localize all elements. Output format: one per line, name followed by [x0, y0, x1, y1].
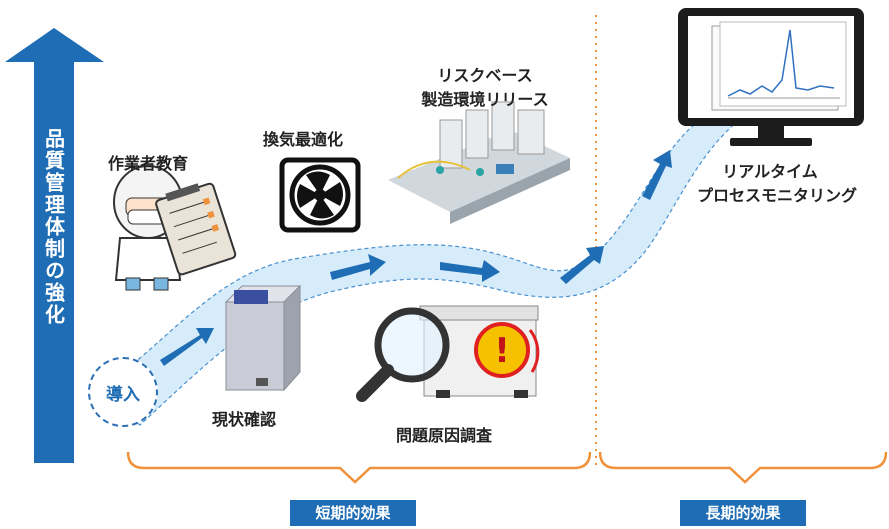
intro-label: 導入: [106, 384, 140, 405]
investigation-illustration: !: [356, 305, 540, 402]
facility-illustration: [388, 101, 570, 224]
path-arrow: [330, 254, 386, 280]
progress-path: [93, 94, 746, 426]
short-term-bracket: [126, 451, 592, 484]
path-arrow: [440, 260, 500, 282]
axis-arrow-bar: 品質管理体制の強化: [34, 118, 74, 463]
path-arrows: [160, 150, 672, 366]
step-label-realtime-1: リアルタイム: [722, 162, 818, 181]
warning-icon: !: [494, 331, 510, 371]
particle-counter-illustration: [224, 284, 302, 392]
step-label-risk-release-1: リスクベース: [437, 66, 533, 85]
path-arrow: [160, 328, 214, 366]
up-arrow-head: [5, 28, 104, 62]
fan-icon: [279, 157, 361, 233]
step-label-status-check: 現状確認: [212, 410, 277, 429]
long-term-effect-badge: 長期的効果: [680, 500, 806, 526]
up-arrow-shaft: [34, 60, 74, 120]
step-label-ventilation: 換気最適化: [263, 130, 344, 149]
path-arrow: [642, 150, 672, 200]
step-label-root-cause: 問題原因調査: [396, 426, 493, 445]
long-term-bracket: [598, 451, 888, 484]
step-label-risk-release-2: 製造環境リリース: [421, 90, 549, 109]
path-arrow: [560, 246, 604, 284]
intro-node: 導入: [88, 357, 158, 427]
step-label-training: 作業者教育: [108, 154, 189, 173]
short-term-effect-badge: 短期的効果: [290, 500, 416, 526]
worker-illustration: [113, 165, 237, 291]
step-label-realtime-2: プロセスモニタリング: [696, 186, 857, 205]
monitor-illustration: [678, 8, 864, 146]
axis-label: 品質管理体制の強化: [41, 128, 66, 326]
